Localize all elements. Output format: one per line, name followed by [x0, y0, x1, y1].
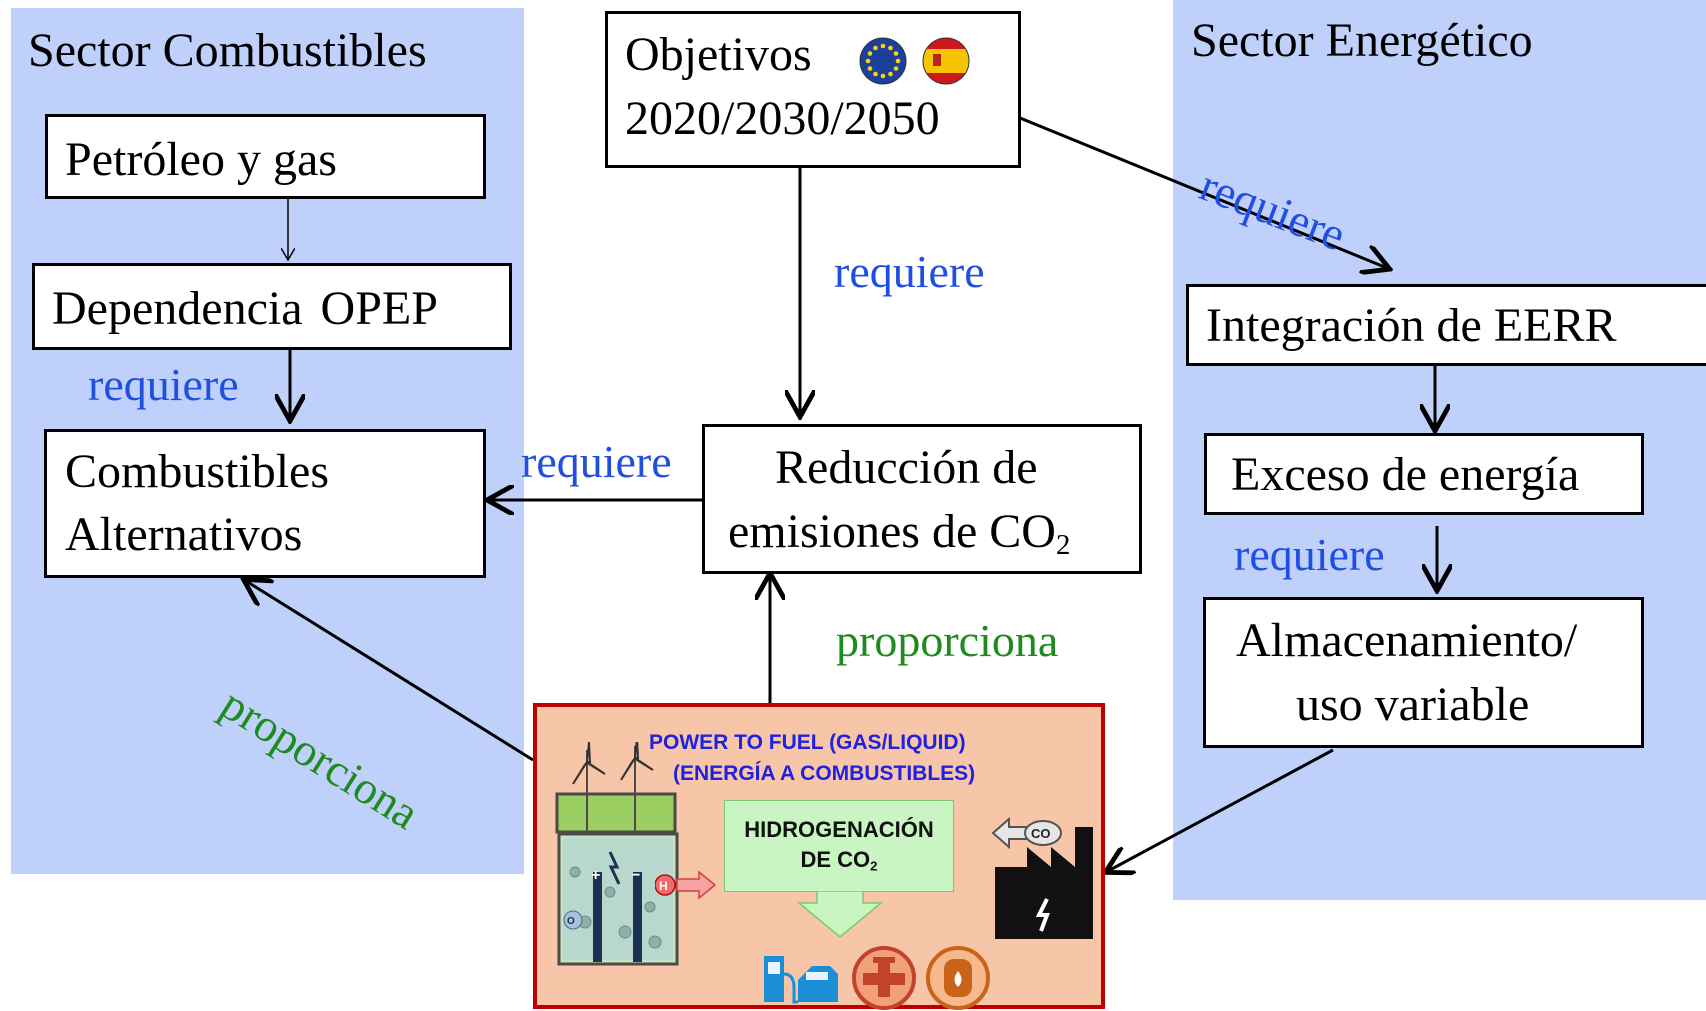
- fuel-pump-icon: [764, 956, 838, 1004]
- eu-flag-icon: [859, 37, 907, 85]
- svg-text:−: −: [631, 867, 640, 884]
- arrow-almacenamiento-ptf: [1108, 748, 1334, 871]
- objetivos-line1: Objetivos: [625, 28, 812, 81]
- requiere-label-objetivos: requiere: [834, 246, 985, 297]
- reduccion-line2: emisiones de CO2: [728, 505, 1071, 562]
- exceso-box: Exceso de energía: [1204, 433, 1644, 515]
- alternativos-box: Combustibles Alternativos: [44, 429, 486, 578]
- electrolyzer-icon: + − O: [555, 742, 679, 966]
- hydro-sub: 2: [870, 858, 878, 874]
- factory-icon: CO: [991, 816, 1093, 939]
- co2-label: CO: [1031, 826, 1051, 841]
- proporciona-label-up: proporciona: [836, 615, 1059, 666]
- opep-label: Dependencia OPEP: [52, 282, 438, 335]
- power-to-fuel-box: POWER TO FUEL (GAS/LIQUID) (ENERGÍA A CO…: [533, 703, 1105, 1010]
- objetivos-line2: 2020/2030/2050: [625, 92, 940, 145]
- reduccion-sub: 2: [1055, 529, 1071, 562]
- almacenamiento-line2: uso variable: [1296, 678, 1530, 731]
- hydro-line1: HIDROGENACIÓN: [744, 817, 934, 842]
- spain-flag-icon: [922, 37, 970, 85]
- almacenamiento-line1: Almacenamiento/: [1236, 614, 1578, 667]
- requiere-label-reduccion: requiere: [521, 436, 672, 487]
- green-down-arrow-icon: [796, 891, 884, 938]
- ptf-title-line1: POWER TO FUEL (GAS/LIQUID): [649, 731, 966, 754]
- h2-arrow-icon: H: [655, 870, 717, 900]
- h2-label: H: [659, 879, 668, 893]
- almacenamiento-box: Almacenamiento/ uso variable: [1203, 597, 1644, 748]
- reduccion-line2-text: emisiones de CO: [728, 505, 1056, 558]
- alternativos-line2: Alternativos: [65, 508, 303, 561]
- petroleo-label: Petróleo y gas: [65, 133, 337, 186]
- gas-tank-icon: [926, 946, 990, 1010]
- hydrogenation-box: HIDROGENACIÓN DE CO2: [724, 800, 954, 892]
- arrow-ptf-alternativos: [246, 581, 534, 762]
- opep-box: Dependencia OPEP: [32, 263, 512, 350]
- petroleo-box: Petróleo y gas: [45, 114, 486, 199]
- integracion-box: Integración de EERR: [1186, 284, 1706, 366]
- hydro-line2: DE CO2: [725, 845, 953, 881]
- sector-combustibles-title: Sector Combustibles: [28, 24, 427, 77]
- hydro-line2-text: DE CO: [800, 847, 871, 872]
- reduccion-line1: Reducción de: [775, 441, 1038, 494]
- exceso-label: Exceso de energía: [1231, 448, 1580, 501]
- ptf-title-line2: (ENERGÍA A COMBUSTIBLES): [673, 762, 976, 785]
- o2-label: O: [567, 916, 575, 927]
- svg-text:+: +: [591, 867, 600, 884]
- arrow-objetivos-integracion: [1019, 116, 1387, 268]
- requiere-label-exceso: requiere: [1234, 529, 1385, 580]
- alternativos-line1: Combustibles: [65, 445, 330, 498]
- requiere-label-opep: requiere: [88, 359, 239, 410]
- objetivos-box: Objetivos 2020/2030/2050: [605, 11, 1021, 168]
- integracion-label: Integración de EERR: [1206, 299, 1617, 352]
- gas-valve-icon: [852, 946, 916, 1010]
- reduccion-box: Reducción de emisiones de CO2: [702, 424, 1142, 574]
- sector-energetico-title: Sector Energético: [1191, 14, 1533, 67]
